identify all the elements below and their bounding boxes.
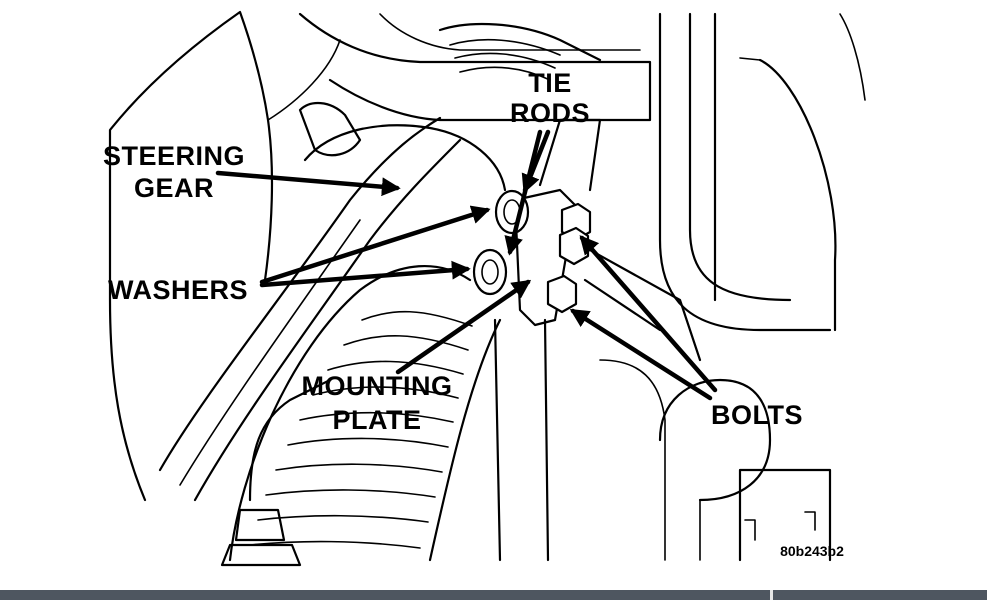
round-component [658,378,772,502]
lower-boot [228,265,502,562]
gear-tube-bottom [193,138,462,502]
fender-inner-line [267,39,341,121]
label-mounting-plate-line1: MOUNTING [302,371,453,401]
tie-rod-right [583,248,702,362]
line-fitting [234,508,286,542]
washer-lower [472,248,508,296]
gear-fitting [298,102,362,157]
gear-body [303,124,507,192]
arrow-washers-2 [259,260,471,288]
label-tie-rods-line1: TIE [528,68,572,98]
crossmember-inner [379,13,641,51]
frame-rail-right-1 [658,12,832,332]
arrow-steering-gear [215,170,401,197]
tie-rod-upper [538,118,602,192]
lower-right-rail [599,359,701,561]
label-mounting-plate-line2: PLATE [333,405,422,435]
right-bracket [758,58,837,332]
upper-boot [438,22,602,81]
frame-rail-right-2 [688,12,792,302]
label-steering-gear-line2: GEAR [134,173,214,203]
arrow-tie-rods-2 [504,129,543,256]
arrow-bolts-2 [569,308,713,401]
label-washers: WASHERS [108,275,248,305]
callout-labels: TIE RODS STEERING GEAR WASHERS MOUNTING … [103,68,844,559]
label-bolts: BOLTS [711,400,803,430]
bottom-right-bracket [738,468,832,562]
leader-arrows [215,129,718,401]
gear-tube-top [158,116,442,472]
fender-outline [108,10,274,502]
bottom-bar [0,590,987,600]
label-steering-gear-line1: STEERING [103,141,245,171]
label-tie-rods-line2: RODS [510,98,590,128]
washer-upper [494,189,530,235]
right-bracket-edge [739,13,866,101]
arrow-washers-1 [259,205,491,285]
arrow-mounting-plate [395,279,532,375]
bottom-bar-separator [770,590,773,600]
tie-rod-lower [493,318,550,562]
figure-code: 80b243b2 [780,543,844,559]
arrow-bolts-1 [579,235,718,393]
hydraulic-line [248,378,332,502]
crossmember [298,12,652,122]
line-nut [220,543,302,567]
bottom-right-bracket-slots [744,511,816,541]
